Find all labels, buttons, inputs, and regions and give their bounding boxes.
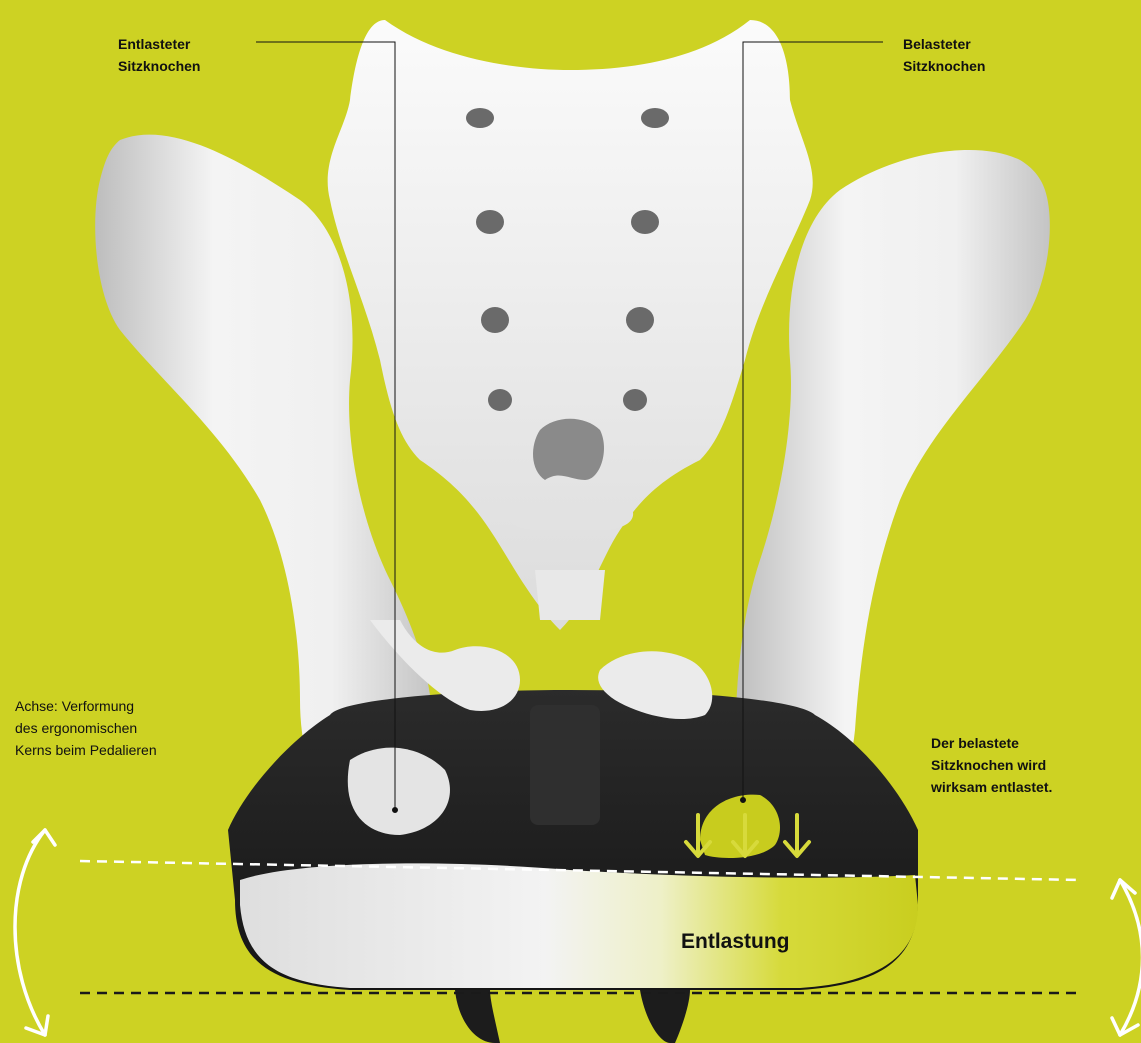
left-curved-arrow-icon <box>15 830 55 1035</box>
note-line: Kerns beim Pedalieren <box>15 739 215 761</box>
relief-explanation: Der belastete Sitzknochen wird wirksam e… <box>931 732 1131 798</box>
label-line: Belasteter <box>903 33 1043 55</box>
right-curved-arrow-icon <box>1112 880 1141 1035</box>
saddle <box>228 690 918 1043</box>
label-line: Sitzknochen <box>903 55 1043 77</box>
loaded-sit-bone-label: Belasteter Sitzknochen <box>903 33 1043 77</box>
unloaded-sit-bone-label: Entlasteter Sitzknochen <box>118 33 258 77</box>
note-line: Sitzknochen wird <box>931 754 1131 776</box>
note-line: Achse: Verformung <box>15 695 215 717</box>
relief-label: Entlastung <box>681 929 790 955</box>
axis-deformation-note: Achse: Verformung des ergonomischen Kern… <box>15 695 215 761</box>
note-line: wirksam entlastet. <box>931 776 1131 798</box>
note-line: des ergonomischen <box>15 717 215 739</box>
label-line: Sitzknochen <box>118 55 258 77</box>
sacrum <box>328 20 813 630</box>
note-line: Der belastete <box>931 732 1131 754</box>
label-line: Entlasteter <box>118 33 258 55</box>
